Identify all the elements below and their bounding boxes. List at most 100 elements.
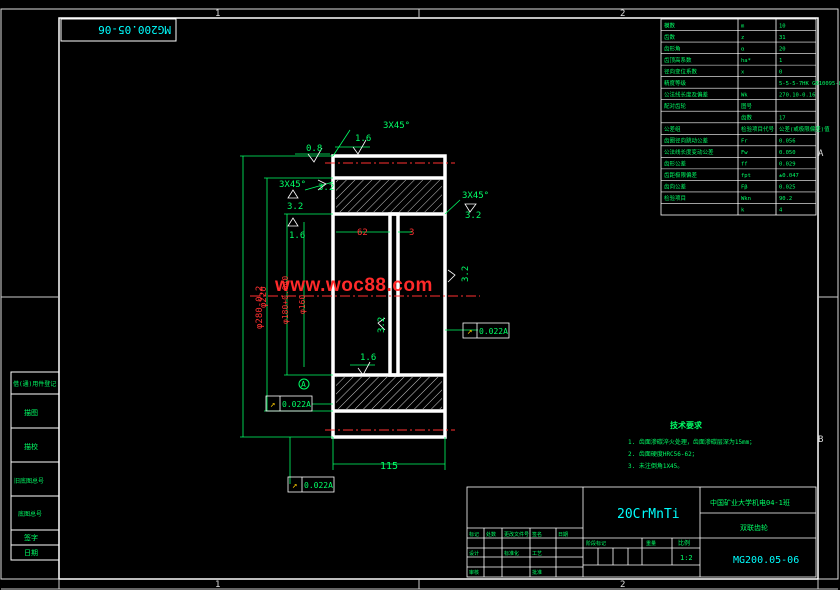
gear-param-symbol: 图号 [741, 102, 753, 110]
gear-param-symbol: m [741, 23, 745, 29]
side-label-1: 描图 [24, 408, 38, 417]
scale-label: 比例 [678, 539, 690, 547]
title-block-label: 审核 [469, 569, 479, 576]
tech-req-title: 技术要求 [670, 420, 703, 430]
side-label-0: 借(通)用件登记 [13, 380, 56, 388]
zone-top-2: 2 [620, 9, 625, 19]
gear-param-name: 径向变位系数 [664, 67, 698, 75]
roughness-3-2-bore: 3.2 [461, 266, 471, 282]
dim-diameter-220: φ220 [259, 286, 269, 308]
gear-param-name: 检验项目 [664, 194, 686, 202]
gear-param-symbol: Fr [741, 139, 748, 145]
roughness-1-6-top: 1.6 [355, 134, 371, 144]
dim-bore-160: φ160 [298, 295, 307, 314]
datum-label: A [301, 380, 306, 389]
gear-param-symbol: fpt [741, 173, 751, 179]
dim-len-3: 3 [409, 228, 414, 238]
gear-param-value: 10 [779, 23, 786, 29]
inner-frame [58, 17, 819, 580]
gear-param-symbol: z [741, 35, 744, 41]
gear-param-value: 公差(或极限偏差)值 [779, 125, 830, 133]
tech-req-line-1: 1. 齿面渗碳淬火处理，齿面渗碳层深为15mm； [628, 438, 755, 446]
gear-param-name: 公法线长度变动公差 [664, 148, 714, 156]
tech-req-line-3: 3. 未注倒角1X45。 [628, 462, 683, 470]
side-label-3: 旧底图总号 [14, 477, 44, 485]
upper-tooth-hatch [336, 180, 442, 212]
gear-param-value: 0.056 [779, 139, 796, 145]
drawing-number-box [60, 18, 177, 42]
gear-param-value: 20 [779, 46, 786, 52]
title-block-label: 工艺 [532, 551, 542, 557]
runout-frames [265, 322, 510, 493]
side-label-4: 底图总号 [18, 510, 42, 518]
chamfer-top: 3X45° [383, 121, 410, 131]
gear-param-name: 齿数 [664, 33, 676, 41]
runout-value-1: 0.022A [282, 400, 311, 409]
dim-bore-180: φ180+0.040 [281, 276, 290, 324]
side-label-6: 日期 [24, 549, 38, 557]
runout-symbol-3: ↗ [292, 481, 297, 491]
tech-req-line-2: 2. 齿面硬度HRC56-62； [628, 450, 698, 458]
title-block-label: 标准化 [504, 550, 519, 557]
gear-param-value: 0 [779, 69, 782, 75]
side-label-5: 签字 [24, 533, 38, 542]
gear-param-name: 齿圈径向跳动公差 [664, 137, 709, 145]
zone-top-1: 1 [215, 9, 220, 19]
gear-param-value: ±0.047 [779, 173, 799, 179]
drawing-number-mirrored: MG200.05-06 [98, 23, 171, 36]
zone-bottom-2: 2 [620, 580, 625, 590]
runout-symbol-1: ↗ [270, 400, 275, 410]
gear-param-symbol: k [741, 208, 745, 214]
gear-param-symbol: x [741, 69, 745, 75]
roughness-symbols [287, 139, 477, 376]
side-label-2: 描校 [24, 442, 38, 451]
gear-param-value: 4 [779, 208, 783, 214]
roughness-3-2-right: 3.2 [465, 211, 481, 221]
gear-param-symbol: Fw [741, 150, 748, 156]
gear-param-name: 齿向公差 [664, 183, 687, 191]
title-block-label: 设计 [469, 550, 479, 557]
roughness-1-6-left: 1.6 [289, 231, 305, 241]
gear-param-value: 31 [779, 35, 786, 41]
roughness-1-6-bottom: 1.6 [360, 353, 376, 363]
gear-parameter-table [660, 18, 817, 216]
gear-param-symbol: 齿数 [741, 114, 753, 122]
gear-param-name: 齿顶高系数 [664, 56, 692, 64]
gear-param-symbol: ha* [741, 58, 751, 64]
title-block-label: 更改文件号 [504, 531, 529, 538]
material: 20CrMnTi [617, 507, 680, 522]
runout-value-3: 0.022A [304, 481, 333, 490]
centre-lines [250, 162, 480, 431]
gear-param-symbol: ff [741, 162, 748, 168]
zone-right-b: B [818, 435, 823, 445]
roughness-3-2-left: 3.2 [287, 202, 303, 212]
gear-param-value: 17 [779, 116, 786, 122]
title-block-label: 阶段标记 [586, 540, 606, 547]
gear-param-value: 90.2 [779, 196, 792, 202]
gear-param-name: 齿形公差 [664, 160, 687, 168]
gear-param-name: 模数 [664, 21, 676, 29]
dimension-lines [240, 129, 478, 484]
gear-param-name: 齿形角 [664, 44, 681, 52]
watermark: www.woc88.com [275, 275, 433, 296]
gear-param-value: 5-5-5-7HK GB10095-88 [779, 81, 840, 87]
gear-param-name: 精度等级 [664, 79, 687, 87]
gear-param-symbol: 检验项目代号 [741, 125, 775, 133]
side-registration-table [10, 371, 60, 561]
gear-param-name: 配对齿轮 [664, 102, 687, 110]
runout-symbol-2: ↗ [467, 327, 472, 337]
institution: 中国矿业大学机电04-1班 [710, 498, 790, 507]
title-block-labels: 标记处数更改文件号签名日期设计审核工艺标准化批准阶段标记重量 [469, 531, 656, 576]
title-block-label: 标记 [469, 531, 479, 538]
gear-param-symbol: Wkn [741, 196, 751, 202]
title-block-label: 签名 [532, 531, 542, 538]
gear-param-symbol: Wk [741, 92, 748, 98]
title-block-label: 处数 [486, 531, 496, 538]
dim-len-62: 62 [357, 228, 368, 238]
zone-right-a: A [818, 149, 824, 159]
drawing-number: MG200.05-06 [733, 555, 799, 566]
gear-param-symbol: α [741, 46, 745, 52]
gear-param-value: 270.10-0.16 [779, 92, 815, 98]
